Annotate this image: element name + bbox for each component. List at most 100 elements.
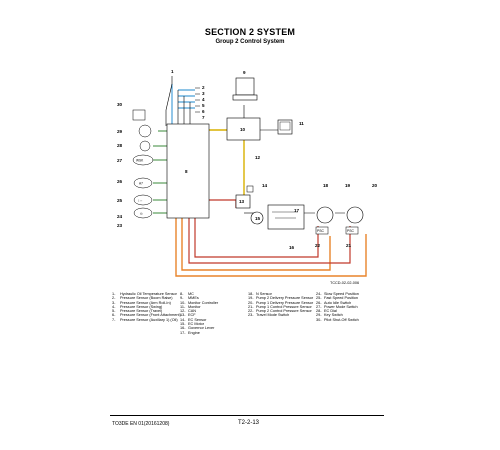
callout-17: 17 (294, 208, 300, 213)
auto-idle-text: A7 (139, 182, 143, 186)
callout-13: 13 (239, 199, 245, 204)
legend-item: 11-Monitor (180, 305, 250, 309)
pump-2-control-text: PSC (317, 229, 325, 233)
legend-number: 28- (316, 309, 322, 314)
legend-item: 27-Power Mode Switch (316, 305, 386, 309)
legend-text: Hydraulic Oil Temperature Sensor (120, 292, 177, 296)
callout-18: 18 (323, 183, 329, 188)
pump-2-circle (316, 206, 334, 224)
legend-item: 16-Governor Lever (180, 326, 250, 330)
callout-12: 12 (255, 155, 261, 160)
legend-number: 10- (180, 300, 186, 305)
legend-number: 30- (316, 317, 322, 322)
legend-number: 24- (316, 292, 322, 296)
legend-number: 8- (180, 292, 184, 296)
legend-item: 2-Pressure Sensor (Boom Raise) (112, 296, 182, 300)
legend-number: 15- (180, 322, 186, 327)
footer-doc-code: TO3DE EN 01(20161208) (112, 421, 170, 427)
group-title: Group 2 Control System (215, 39, 285, 45)
legend-text: Travel Mode Switch (256, 313, 290, 318)
legend-text: Pilot Shut-Off Switch (324, 317, 359, 322)
callout-29: 29 (117, 129, 123, 134)
legend-item: 12-CAN (180, 309, 250, 313)
callout-9: 9 (243, 70, 246, 75)
legend-number: 3- (112, 300, 116, 305)
legend-text: ECF (188, 313, 196, 318)
mc-unit-label: 8 (185, 169, 188, 174)
legend-item: 21-Pump 1 Control Pressure Sensor (248, 305, 318, 309)
pump-2-control-box (315, 226, 329, 235)
legend-number: 22- (248, 309, 254, 314)
legend-text: Key Switch (324, 313, 343, 318)
ec-sensor-box (246, 185, 254, 193)
legend-number: 12- (180, 309, 186, 314)
callout-30: 30 (117, 102, 123, 107)
legend-number: 14- (180, 317, 186, 322)
legend-number: 29- (316, 313, 322, 318)
callout-26: 26 (117, 179, 123, 184)
legend-text: Pump 2 Control Pressure Sensor (256, 309, 312, 314)
legend-text: Pump 2 Delivery Pressure Sensor (256, 296, 314, 301)
legend-item: 13-ECF (180, 313, 250, 317)
callout-7: 7 (202, 115, 205, 120)
legend-text: Engine (188, 330, 200, 335)
legend-item: 17-Engine (180, 331, 250, 335)
legend-item: 14-EC Sensor (180, 318, 250, 322)
legend-number: 17- (180, 330, 186, 335)
legend-text: Slow Speed Position (324, 292, 359, 296)
legend-text: MC (188, 292, 194, 296)
legend-text: Pressure Sensor (Swing) (120, 304, 163, 309)
legend-text: Auto Idle Switch (324, 300, 352, 305)
legend-number: 16- (180, 326, 186, 331)
legend-number: 27- (316, 304, 322, 309)
callout-20: 20 (372, 183, 378, 188)
legend-number: 4- (112, 304, 116, 309)
power-mode-text: WSK (136, 159, 144, 163)
legend-text: Governor Lever (188, 326, 215, 331)
legend-text: Monitor Controller (188, 300, 219, 305)
laptop-screen (235, 77, 255, 96)
monitor-box (277, 119, 293, 135)
legend-number: 25- (316, 296, 322, 301)
callout-3: 3 (202, 91, 205, 96)
legend-text: Pressure Sensor (Travel) (120, 309, 163, 314)
pilot-shutoff-switch (132, 109, 146, 121)
mc-unit-box (166, 123, 210, 219)
callout-19: 19 (345, 183, 351, 188)
callout-28: 28 (117, 143, 123, 148)
legend-item: 10-Monitor Controller (180, 301, 250, 305)
legend-text: Pressure Sensor (Boom Raise) (120, 296, 173, 301)
legend-item: 3-Pressure Sensor (Arm Roll-In) (112, 301, 182, 305)
legend-item: 20-Pump 1 Delivery Pressure Sensor (248, 301, 318, 305)
legend-text: EC Sensor (188, 317, 207, 322)
legend-number: 13- (180, 313, 186, 318)
engine-box (267, 204, 305, 230)
callout-6: 6 (202, 109, 205, 114)
callout-11: 11 (299, 121, 304, 126)
fast-speed-text: ↕↔ (138, 199, 143, 203)
legend-item: 8- MC (180, 292, 250, 296)
callout-15: 15 (255, 216, 261, 221)
callout-2: 2 (202, 85, 205, 90)
legend-text: Pressure Sensor (Front Attachment) (120, 313, 181, 318)
legend-item: 26-Auto Idle Switch (316, 301, 386, 305)
slow-speed-text: ◎ (140, 212, 143, 216)
footer-page-number: T2-2-13 (238, 420, 260, 426)
legend-number: 20- (248, 300, 254, 305)
legend-item: 9-MMEs (180, 296, 250, 300)
legend-text: Pump 1 Delivery Pressure Sensor (256, 300, 314, 305)
legend-text: EC Dial (324, 309, 337, 314)
ec-dial (139, 140, 151, 152)
legend-item: 6-Pressure Sensor (Front Attachment) (112, 313, 182, 317)
legend-number: 11- (180, 304, 186, 309)
legend-item: 25-Fast Speed Position (316, 296, 386, 300)
monitor-controller-box (226, 117, 261, 141)
callout-21: 21 (346, 243, 352, 248)
callout-16: 16 (289, 245, 295, 250)
pump-1-control-box (345, 226, 359, 235)
legend-item: 23-Travel Mode Switch (248, 313, 318, 317)
